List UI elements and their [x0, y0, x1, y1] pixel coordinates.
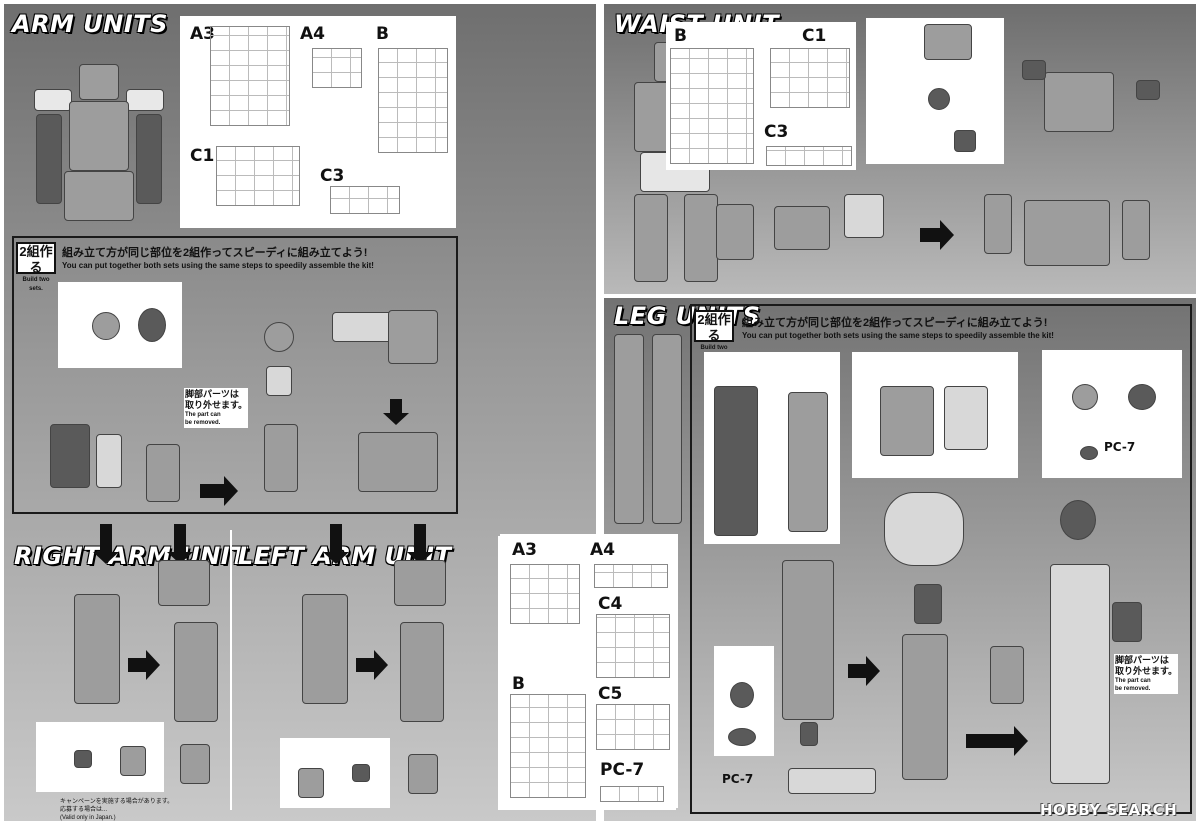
leg-runner-c5	[596, 704, 670, 750]
leg-step-knee-box	[1042, 350, 1182, 478]
waist-runner-c1	[770, 48, 850, 108]
leg-side-armor	[990, 646, 1024, 704]
waist-runner-box: B C1 C3	[666, 22, 856, 170]
arm-part-upper	[146, 444, 180, 502]
right-arm-hand-box	[36, 722, 164, 792]
robot-illustration-legs	[604, 324, 690, 524]
runner-label-b: B	[376, 24, 389, 44]
leg-step-shin-box	[704, 352, 840, 544]
leg-runner-pc7	[600, 786, 664, 802]
pc7-label-knee: PC-7	[1104, 440, 1136, 454]
runner-label-a3: A3	[190, 24, 215, 44]
build-two-en-arm: You can put together both sets using the…	[62, 261, 374, 270]
watermark: HOBBY SEARCH	[1040, 801, 1178, 819]
arm-part-shoulder-ball	[264, 322, 294, 352]
robot-illustration-arms	[24, 59, 174, 229]
waist-runner-label-c3: C3	[764, 122, 789, 142]
runner-a4	[312, 48, 362, 88]
leg-runner-label-a4: A4	[590, 540, 615, 560]
runner-a3	[210, 26, 290, 126]
leg-step-thigh-box	[852, 352, 1018, 478]
leg-step-foot-box	[714, 646, 774, 756]
waist-side-armor-left	[716, 204, 754, 260]
waist-exploded-box	[866, 18, 1004, 164]
removable-note-arm: 脚部パーツは 取り外せます。 The part can be removed.	[184, 388, 249, 428]
left-page: ARM UNITS A3 A4 B C1 C3 2組作る Build two s…	[4, 4, 596, 821]
waist-assembled	[1024, 200, 1110, 266]
leg-runner-label-a3: A3	[512, 540, 537, 560]
leg-thigh-assembled	[884, 492, 964, 566]
waist-runner-b	[670, 48, 754, 164]
removable-note-leg: 脚部パーツは 取り外せます。 The part can be removed.	[1114, 654, 1179, 694]
leg-runner-b	[510, 694, 586, 798]
right-arm-unit-title: RIGHT ARM UNIT	[14, 542, 248, 570]
leg-runner-a3	[510, 564, 580, 624]
leg-runner-c4	[596, 614, 670, 678]
pc7-label-foot: PC-7	[722, 772, 754, 786]
left-arm-assembly-after	[400, 622, 444, 722]
leg-full-assembled	[1050, 564, 1110, 784]
leg-units-title: LEG UNITS	[614, 302, 761, 330]
leg-knee-joint	[914, 584, 942, 624]
runner-label-a4: A4	[300, 24, 325, 44]
left-arm-hand-attached	[408, 754, 438, 794]
leg-runner-label-c4: C4	[598, 594, 623, 614]
right-page: WAIST UNIT B C1 C3 LEG UNITS 2組作る	[498, 4, 1196, 821]
build-two-badge-leg: 2組作る Build two sets.	[694, 310, 734, 360]
leg-shin-assembled	[782, 560, 834, 720]
arm-part-forearm	[264, 424, 298, 492]
build-two-badge-arm: 2組作る Build two sets.	[16, 242, 56, 292]
arm-part-shell-left	[50, 424, 90, 488]
waist-runner-label-c1: C1	[802, 26, 827, 46]
waist-side-right-assembled	[1122, 200, 1150, 260]
waist-side-left-assembled	[984, 194, 1012, 254]
arm-step-shoulder-box	[58, 282, 182, 368]
campaign-footnote: キャンペーンを実施する場合があります。 応募する場合は... (Valid on…	[60, 799, 174, 821]
waist-crotch-assembled	[1044, 72, 1114, 132]
leg-foot	[788, 768, 876, 794]
arm-part-elbow	[266, 366, 292, 396]
leg-lower-assembled	[902, 634, 948, 780]
right-arm-assembly-after	[174, 622, 218, 722]
waist-runner-c3	[766, 146, 852, 166]
waist-front-armor	[844, 194, 884, 238]
leg-runner-label-pc7: PC-7	[600, 760, 645, 780]
left-arm-shoulder-armor	[394, 560, 446, 606]
right-arm-assembly-before	[74, 594, 120, 704]
leg-runner-a4	[594, 564, 668, 588]
right-arm-hand-attached	[180, 744, 210, 784]
arm-build-frame	[12, 236, 458, 514]
left-arm-assembly-before	[302, 594, 348, 704]
arm-units-title: ARM UNITS	[12, 10, 168, 38]
runner-c3	[330, 186, 400, 214]
leg-ankle	[800, 722, 818, 746]
leg-runner-label-b: B	[512, 674, 525, 694]
runner-label-c1: C1	[190, 146, 215, 166]
leg-runner-label-c5: C5	[598, 684, 623, 704]
leg-hip-ball	[1060, 500, 1096, 540]
build-two-jp-leg: 組み立て方が同じ部位を2組作ってスピーディに組み立てよう!	[742, 317, 1048, 329]
arm-part-shell-right	[96, 434, 122, 488]
leg-runners-box: A3 A4 C4 B C5 PC-7	[500, 534, 678, 808]
waist-part-right-pin	[1136, 80, 1160, 100]
leg-build-frame	[690, 304, 1192, 814]
build-two-en-leg: You can put together both sets using the…	[742, 331, 1054, 340]
runner-c1	[216, 146, 300, 206]
left-arm-hand-box	[280, 738, 390, 808]
build-two-jp-arm: 組み立て方が同じ部位を2組作ってスピーディに組み立てよう!	[62, 247, 368, 259]
arm-step-hand-area	[318, 282, 456, 508]
waist-runner-label-b: B	[674, 26, 687, 46]
arm-runner-box: A3 A4 B C1 C3	[180, 16, 456, 228]
waist-part-left-pin	[1022, 60, 1046, 80]
runner-label-c3: C3	[320, 166, 345, 186]
waist-center-block	[774, 206, 830, 250]
right-arm-shoulder-armor	[158, 560, 210, 606]
leg-side-pin	[1112, 602, 1142, 642]
runner-b	[378, 48, 448, 153]
